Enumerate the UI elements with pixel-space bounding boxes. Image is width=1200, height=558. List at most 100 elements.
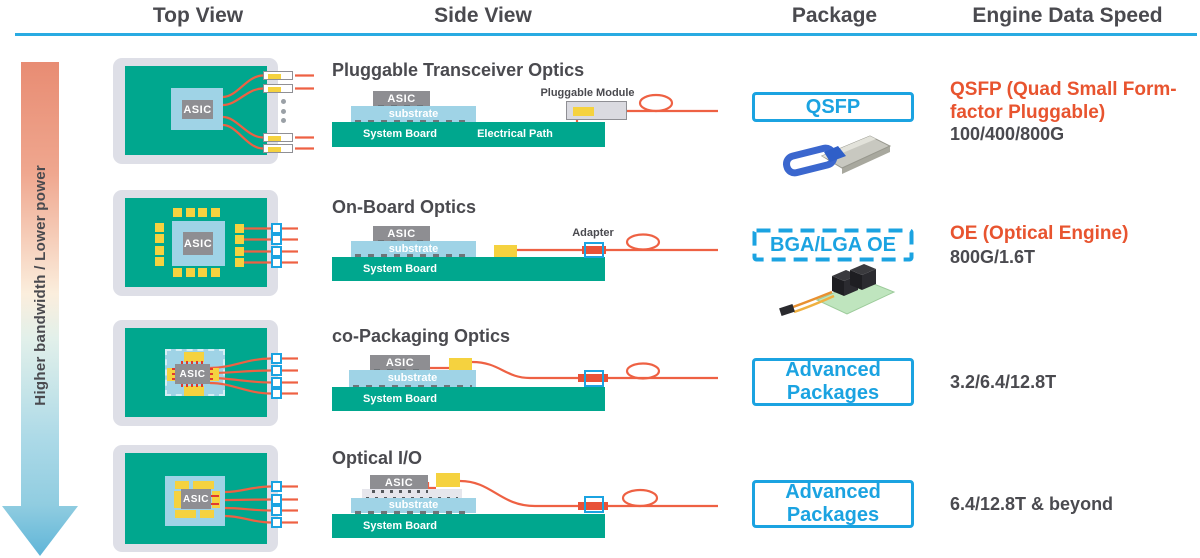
r4-side-optic-engine [436, 473, 460, 487]
r1-side-system-board [332, 122, 605, 147]
onboard-optic-module [235, 224, 244, 233]
r4-side-system-board [332, 514, 605, 538]
asic-pins [210, 368, 213, 381]
r4-sideview-paths [426, 479, 718, 508]
r4-title: Optical I/O [332, 448, 423, 468]
fiber-connector [271, 234, 282, 245]
fiber-connector [271, 517, 282, 528]
r1-topview-pluggable-module [263, 71, 293, 80]
onboard-optic-module [155, 223, 164, 232]
bandwidth-arrow-label-text: Higher bandwidth / Lower power [31, 164, 49, 406]
fiber-connector [271, 481, 282, 492]
onboard-optic-module [198, 208, 207, 217]
r4-topview-traces [224, 485, 298, 524]
fiber-connector [271, 388, 282, 399]
ellipsis-dot [281, 109, 286, 114]
r3-side-asic: ASIC [370, 355, 430, 371]
copackaged-optic-module [167, 368, 176, 381]
copackaged-optic-module [210, 368, 219, 381]
column-header-side-view: Side View [434, 4, 532, 27]
bandwidth-arrow-shaft [21, 62, 59, 508]
r2-speed-value: 800G/1.6T [950, 247, 1036, 267]
r4-package-box: Advanced Packages [752, 480, 914, 528]
r1-topview-pluggable-module [263, 133, 293, 142]
r3-package-box: Advanced Packages [752, 358, 914, 406]
r2-side-asic: ASIC [373, 226, 430, 242]
r4-side-fiber-connector [584, 496, 604, 513]
r1-electrical-path-label: Electrical Path [477, 128, 553, 140]
fiber-connector [271, 377, 282, 388]
r2-title: On-Board Optics [332, 197, 477, 217]
r4-side-asic: ASIC [370, 475, 428, 490]
fiber-connector [271, 505, 282, 516]
onboard-optic-module [155, 234, 164, 243]
integrated-optic-module [212, 491, 220, 508]
r3-speed-value: 3.2/6.4/12.8T [950, 372, 1057, 392]
r1-package-box: QSFP [752, 92, 914, 122]
fiber-band [578, 502, 608, 510]
r2-side-system-board [332, 257, 605, 281]
onboard-optic-module [211, 208, 220, 217]
bandwidth-arrow-head [2, 506, 78, 556]
r4-side-substrate: substrate [351, 498, 476, 513]
fiber-connector [271, 365, 282, 376]
r1-side-pluggable-module [566, 101, 627, 120]
r2-adapter-label: Adapter [572, 227, 614, 239]
r1-topview-asic: ASIC [182, 100, 213, 119]
r3-topview-asic: ASIC [175, 364, 210, 384]
fiber-band [582, 246, 606, 254]
r2-package-box-border [752, 228, 914, 262]
r2-package-box: BGA/LGA OE [770, 233, 896, 256]
onboard-optic-module [186, 268, 195, 277]
r2-side-adapter [584, 242, 604, 258]
r3-side-substrate: substrate [349, 370, 476, 387]
r1-speed-heading: QSFP (Quad Small Form-factor Pluggable) [950, 79, 1177, 124]
r1-pluggable-module-label: Pluggable Module [540, 87, 635, 99]
r2-topview-asic: ASIC [183, 232, 213, 255]
integrated-optic-module [175, 481, 189, 489]
fiber-connector [271, 257, 282, 268]
column-header-top-view: Top View [152, 4, 244, 27]
integrated-optic-module [175, 510, 196, 518]
bandwidth-arrow-label: Higher bandwidth / Lower power [21, 62, 59, 508]
onboard-optic-module [211, 268, 220, 277]
fiber-connector [271, 246, 282, 257]
r2-speed-heading: OE (Optical Engine) [950, 223, 1129, 244]
r3-topview-traces [209, 357, 298, 395]
ellipsis-dot [281, 118, 286, 123]
column-header-package: Package [791, 4, 878, 27]
r3-side-system-board [332, 387, 605, 411]
onboard-optic-module [235, 247, 244, 256]
r2-side-substrate: substrate [351, 241, 476, 257]
module-laser-chip [268, 74, 281, 79]
r3-side-fiber-connector [584, 370, 604, 387]
qsfp-transceiver-photo [782, 135, 892, 177]
r1-side-substrate: substrate [351, 106, 476, 122]
asic-pins [181, 361, 205, 364]
onboard-optic-module [235, 235, 244, 244]
copackaged-optic-module [184, 352, 204, 362]
ellipsis-dot [281, 99, 286, 104]
r1-topview-traces [222, 74, 314, 150]
r2-side-onboard-optic [494, 245, 517, 257]
onboard-optic-module [155, 246, 164, 255]
integrated-optic-module [193, 481, 214, 489]
r1-title: Pluggable Transceiver Optics [332, 60, 585, 80]
onboard-optic-module [173, 208, 182, 217]
r2-system-board-label: System Board [363, 263, 437, 275]
asic-pins [172, 368, 175, 381]
r1-topview-pluggable-module [263, 144, 293, 153]
onboard-optic-module [173, 268, 182, 277]
r1-system-board-label: System Board [363, 128, 437, 140]
optical-engine-photo [779, 264, 896, 316]
onboard-optic-module [186, 208, 195, 217]
r4-speed-value: 6.4/12.8T & beyond [950, 494, 1114, 514]
module-laser-chip [268, 136, 281, 141]
r3-title: co-Packaging Optics [332, 326, 511, 346]
onboard-optic-module [155, 257, 164, 266]
column-header-engine-data-speed: Engine Data Speed [972, 4, 1163, 27]
asic-pins [181, 384, 205, 387]
asic-pins [211, 495, 219, 497]
r4-system-board-label: System Board [363, 520, 437, 532]
header-divider [15, 33, 1197, 36]
